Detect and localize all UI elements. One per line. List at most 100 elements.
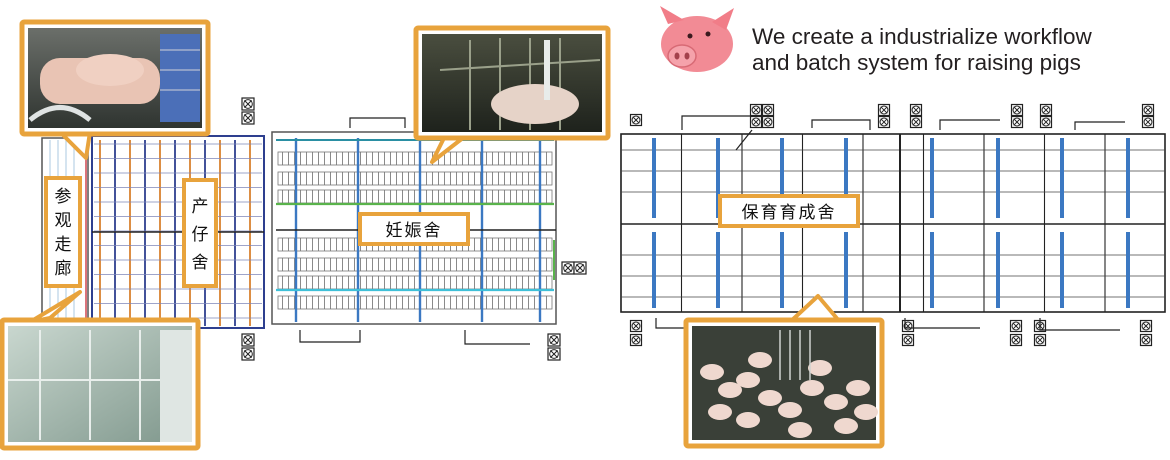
fan-blade bbox=[1012, 322, 1020, 330]
nursery-feeder-top bbox=[844, 138, 848, 218]
ventilation-fan-icon bbox=[241, 347, 255, 361]
left-fans bbox=[241, 97, 587, 361]
ventilation-fan-icon bbox=[1039, 103, 1053, 117]
fan-ring bbox=[763, 117, 773, 127]
gestation-label-box: 妊娠舍 bbox=[358, 212, 470, 246]
right-fans bbox=[629, 103, 1155, 347]
nursery-feeder-top bbox=[716, 138, 720, 218]
fan-blade bbox=[1042, 118, 1050, 126]
fan-ring bbox=[631, 321, 641, 331]
ventilation-fan-icon bbox=[547, 347, 561, 361]
nursery-feeder-bottom bbox=[652, 232, 656, 308]
nursery-feeder-top bbox=[1126, 138, 1130, 218]
fan-blade bbox=[1144, 106, 1152, 114]
fan-blade bbox=[1013, 118, 1021, 126]
piglet bbox=[736, 412, 760, 428]
right-farm-plan bbox=[620, 103, 1166, 347]
piglet bbox=[800, 380, 824, 396]
headline: We create a industrialize workflow and b… bbox=[752, 24, 1152, 76]
fan-blade bbox=[550, 336, 558, 344]
piglet bbox=[700, 364, 724, 380]
fan-ring bbox=[1141, 321, 1151, 331]
ventilation-fan-icon bbox=[241, 97, 255, 111]
fan-blade bbox=[244, 336, 252, 344]
nursery-feeder-top bbox=[996, 138, 1000, 218]
fan-ring bbox=[1141, 335, 1151, 345]
farrowing-label-box: 产 仔 舍 bbox=[182, 178, 218, 288]
ventilation-fan-icon bbox=[561, 261, 575, 275]
nursery-feeder-bottom bbox=[716, 232, 720, 308]
fan-blade bbox=[1142, 336, 1150, 344]
pig-herd bbox=[700, 352, 878, 438]
farrowing-char-1: 产 bbox=[192, 197, 209, 217]
fan-ring bbox=[751, 117, 761, 127]
ventilation-fan-icon bbox=[761, 103, 775, 117]
fan-ring bbox=[631, 335, 641, 345]
nursery-feeder-top bbox=[1060, 138, 1064, 218]
fan-ring bbox=[751, 105, 761, 115]
gestation-stall-row bbox=[277, 257, 553, 272]
fan-blade bbox=[1012, 336, 1020, 344]
corridor-char-4: 廊 bbox=[55, 259, 72, 279]
fan-blade bbox=[1144, 118, 1152, 126]
ventilation-fan-icon bbox=[547, 333, 561, 347]
nursery-feeder-bottom bbox=[844, 232, 848, 308]
ventilation-fan-icon bbox=[909, 115, 923, 129]
piglet bbox=[708, 404, 732, 420]
nursery-feeder-bottom bbox=[1126, 232, 1130, 308]
nursery-label: 保育育成舍 bbox=[742, 203, 837, 223]
ventilation-fan-icon bbox=[1010, 115, 1024, 129]
fan-blade bbox=[764, 106, 772, 114]
gestation-stall-row bbox=[277, 295, 553, 310]
corridor-label-box: 参 观 走 廊 bbox=[44, 176, 82, 288]
piglet bbox=[718, 382, 742, 398]
corridor-char-2: 观 bbox=[55, 211, 72, 231]
ventilation-fan-icon bbox=[749, 115, 763, 129]
fan-ring bbox=[1041, 105, 1051, 115]
ventilation-fan-icon bbox=[1139, 319, 1153, 333]
fan-ring bbox=[549, 349, 559, 359]
ventilation-fan-icon bbox=[901, 319, 915, 333]
ventilation-fan-icon bbox=[901, 333, 915, 347]
fan-ring bbox=[243, 99, 253, 109]
fan-ring bbox=[243, 335, 253, 345]
fan-blade bbox=[632, 336, 640, 344]
gestation-label: 妊娠舍 bbox=[386, 221, 443, 241]
nursery-feeder-bottom bbox=[996, 232, 1000, 308]
fan-blade bbox=[1142, 322, 1150, 330]
corridor-photo-callout bbox=[0, 290, 201, 451]
fan-ring bbox=[243, 349, 253, 359]
ventilation-fan-icon bbox=[573, 261, 587, 275]
piglet bbox=[788, 422, 812, 438]
ventilation-fan-icon bbox=[1039, 115, 1053, 129]
gestation-stall-row bbox=[277, 189, 553, 204]
fan-blade bbox=[576, 264, 584, 272]
fan-blade bbox=[244, 100, 252, 108]
fan-ring bbox=[243, 113, 253, 123]
fan-ring bbox=[1012, 105, 1022, 115]
fan-blade bbox=[564, 264, 572, 272]
nursery-label-box: 保育育成舍 bbox=[718, 194, 860, 228]
nursery-feeder-top bbox=[930, 138, 934, 218]
ventilation-fan-icon bbox=[1009, 319, 1023, 333]
ventilation-fan-icon bbox=[877, 115, 891, 129]
nursery-feeder-bottom bbox=[780, 232, 784, 308]
ventilation-fan-icon bbox=[241, 333, 255, 347]
nursery-feeder-bottom bbox=[930, 232, 934, 308]
fan-blade bbox=[752, 118, 760, 126]
fan-ring bbox=[1011, 321, 1021, 331]
ventilation-fan-icon bbox=[1141, 115, 1155, 129]
corridor-char-1: 参 bbox=[55, 187, 72, 207]
ventilation-fan-icon bbox=[1139, 333, 1153, 347]
ventilation-fan-icon bbox=[1141, 103, 1155, 117]
ventilation-fan-icon bbox=[1010, 103, 1024, 117]
headline-line-2: and batch system for raising pigs bbox=[752, 50, 1081, 75]
nursery-house bbox=[620, 133, 1166, 313]
fan-ring bbox=[563, 263, 573, 273]
ventilation-fan-icon bbox=[761, 115, 775, 129]
farrowing-char-2: 仔 bbox=[192, 225, 209, 245]
ventilation-fan-icon bbox=[1033, 333, 1047, 347]
gestation-stall-row bbox=[277, 151, 553, 166]
piglet bbox=[778, 402, 802, 418]
